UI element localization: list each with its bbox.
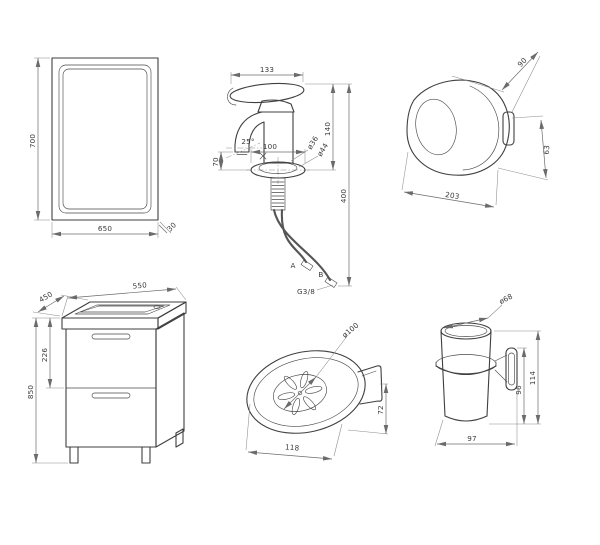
faucet-outlet-label: 70 [211, 157, 220, 167]
soap-dish-rim [253, 357, 359, 427]
holder-extension-lines [401, 55, 549, 206]
tumbler-wall-plate [505, 347, 518, 391]
faucet-reach-label: 133 [260, 65, 274, 74]
holder-depth-dim-line [501, 51, 539, 91]
vanity-faucet-hole [153, 304, 161, 310]
faucet-hose-b-label: B [318, 270, 323, 279]
mirror-glass-edge [62, 68, 148, 210]
tumbler-height-label: 114 [528, 371, 537, 386]
vanity-countertop [61, 301, 187, 319]
faucet-handle-tip [227, 87, 237, 106]
soap-dish-width-dim-line [247, 450, 333, 461]
faucet-cartridge [257, 99, 295, 113]
holder-inner-contour [462, 85, 500, 171]
faucet-height-label: 140 [323, 122, 332, 137]
tumbler-wall-plate-inner [508, 352, 515, 386]
faucet-base-inner [258, 162, 298, 174]
vanity-depth-dim-line [37, 295, 65, 313]
holder-body [406, 79, 510, 176]
tumbler-drawing: ø68 114 96 97 [434, 291, 541, 447]
mirror-depth-dim-line [158, 224, 168, 234]
vanity-basin-rim [74, 304, 171, 315]
faucet-shank-threads [271, 181, 285, 207]
faucet-drawing: 133 140 400 100 70 25° ø36 ø44 A B G3/8 [211, 65, 352, 296]
faucet-dia-large-label: ø44 [315, 141, 330, 158]
mirror-drawing: 700 650 30 [28, 57, 178, 238]
wall-holder-drawing: 90 63 203 [401, 51, 552, 208]
faucet-extension-lines [218, 72, 352, 291]
holder-width-dim-line [403, 191, 495, 208]
soap-dish-extension-lines [245, 334, 389, 457]
faucet-hose-a-fitting [300, 259, 314, 271]
faucet-overall-label: 400 [339, 189, 348, 204]
vanity-basin-bowl [79, 305, 165, 313]
vanity-top-label: 226 [40, 348, 49, 363]
vanity-width-dim-line [67, 287, 177, 300]
vanity-extension-lines [32, 286, 187, 464]
tumbler-cup-rim-inner [444, 325, 488, 337]
vanity-leg-back [175, 428, 184, 448]
soap-dish-drawing: ø100 118 72 [245, 320, 389, 461]
faucet-hose-b-fitting [324, 276, 338, 288]
tumbler-cup-left-side [440, 330, 446, 417]
faucet-angle-label: 25° [241, 137, 254, 146]
soap-dish-bracket [357, 365, 383, 405]
mirror-depth-label: 30 [165, 220, 178, 233]
tumbler-width-label: 97 [467, 434, 477, 443]
tumbler-dia-dim-line [443, 317, 489, 329]
tumbler-dia-label: ø68 [498, 291, 515, 306]
faucet-hose-a-label: A [290, 261, 295, 270]
holder-wall-bracket [502, 111, 515, 146]
vanity-drawing: 850 226 450 550 [26, 280, 187, 464]
tumbler-cup-right-side [486, 330, 492, 417]
mirror-extension-lines [34, 57, 172, 238]
holder-opening [415, 98, 457, 156]
mirror-height-label: 700 [28, 134, 37, 149]
mirror-outer-frame [51, 57, 159, 221]
tumbler-cup-bottom [444, 415, 488, 422]
vanity-width-label: 550 [132, 280, 147, 290]
soap-dish-height-label: 72 [376, 405, 385, 415]
vanity-drawer-handle-bottom [91, 392, 131, 399]
vanity-leg-right [141, 446, 151, 464]
vanity-height-label: 850 [26, 385, 35, 400]
vanity-drawer-handle-top [91, 333, 131, 340]
faucet-thread-label: G3/8 [297, 287, 315, 296]
faucet-hose-a [280, 208, 308, 264]
vanity-top-front-edge [61, 317, 159, 330]
mirror-inner-frame [58, 64, 152, 214]
faucet-shank [270, 177, 286, 211]
vanity-leg-left [69, 446, 79, 464]
soap-dish-bracket-line [361, 370, 377, 377]
holder-height-label: 63 [542, 145, 552, 155]
faucet-base-label: 100 [263, 142, 278, 151]
tumbler-arm-bottom [494, 369, 508, 383]
mirror-width-label: 650 [98, 224, 113, 233]
soap-dish-dia-label: ø100 [340, 320, 360, 339]
vanity-cabinet-side [155, 312, 185, 448]
tumbler-ring-front [435, 365, 497, 375]
faucet-handle [229, 82, 305, 104]
vanity-depth-label: 450 [37, 289, 54, 304]
holder-width-label: 203 [445, 190, 461, 201]
vanity-top-side-edge [157, 301, 187, 330]
soap-dish-outer [246, 350, 366, 434]
soap-dish-dia-dim-line [283, 376, 317, 410]
tumbler-cup-height-label: 96 [514, 385, 523, 395]
holder-depth-label: 90 [516, 56, 529, 69]
faucet-hose-b [272, 208, 332, 282]
soap-dish-width-label: 118 [285, 442, 300, 452]
soap-dish-bowl [273, 374, 327, 412]
faucet-body [234, 111, 294, 164]
tumbler-arm-top [494, 354, 508, 362]
holder-height-dim-line [539, 119, 548, 179]
